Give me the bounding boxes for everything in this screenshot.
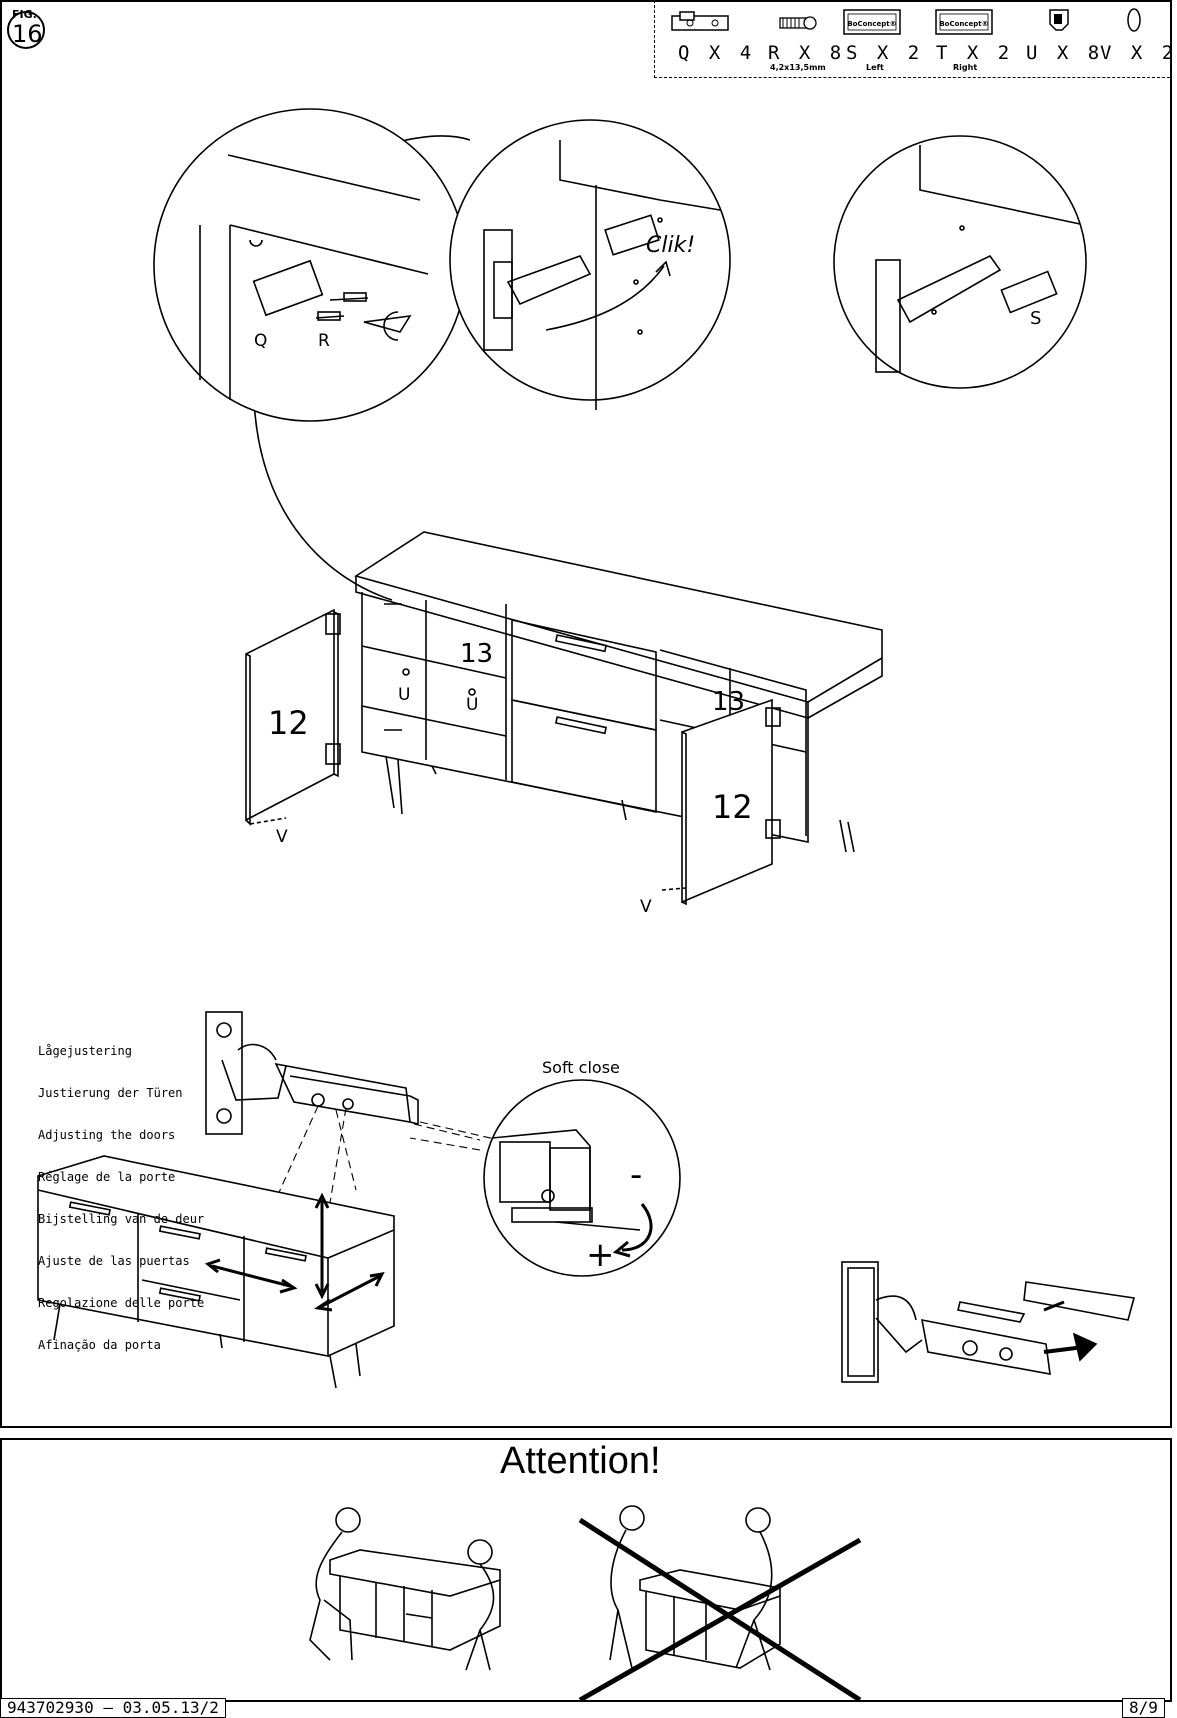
label-shelf-right: 13: [712, 687, 745, 717]
adjusting-doors-list: Lågejustering Justierung der Türen Adjus…: [38, 1016, 204, 1366]
part-v-code: V: [1100, 42, 1116, 64]
label-v1: V: [276, 827, 288, 847]
lang-it: Regolazione delle porte: [38, 1296, 205, 1310]
part-t-code: T: [936, 42, 952, 64]
part-s-sub: Left: [866, 63, 884, 72]
label-door-left: 12: [268, 704, 309, 742]
part-r-code: R: [768, 42, 784, 64]
figure-badge: FIG. 16: [6, 6, 46, 50]
cover-plate-left-icon: BoConcept®: [843, 9, 901, 35]
figure-number: 16: [12, 20, 43, 48]
label-q: Q: [254, 331, 267, 351]
cabinet-small: [37, 1155, 395, 1389]
cabinet-exploded: [245, 531, 883, 906]
screw-icon: [779, 16, 817, 30]
lang-en: Adjusting the doors: [38, 1128, 176, 1142]
brand-label-s: BoConcept®: [847, 20, 896, 28]
part-r-label: R X 8: [768, 42, 845, 64]
part-v-qty: X 2: [1130, 42, 1177, 64]
doc-reference: 943702930 – 03.05.13/2: [0, 1698, 226, 1718]
label-door-right: 12: [712, 788, 753, 826]
lang-pt: Afinação da porta: [38, 1338, 161, 1352]
parts-icons: BoConcept® BoConcept®: [671, 8, 1141, 35]
figure-badge-circle: [7, 11, 45, 49]
label-s: S: [1030, 308, 1041, 329]
hinge-removal-illustration: [841, 1261, 1136, 1383]
clip-icon: [1049, 9, 1069, 31]
label-clik: Clik!: [646, 233, 695, 258]
detail-circle-q-r: [153, 108, 467, 422]
part-v-label: V X 2: [1100, 42, 1177, 64]
part-s-label: S X 2: [846, 42, 923, 64]
part-t-qty: X 2: [966, 42, 1014, 64]
page-number: 8/9: [1122, 1698, 1165, 1718]
label-minus: -: [630, 1155, 642, 1195]
part-s-code: S: [846, 42, 862, 64]
lang-de: Justierung der Türen: [38, 1086, 183, 1100]
detail-circle-clik: [449, 119, 731, 410]
label-u2: U: [466, 695, 478, 715]
lang-da: Lågejustering: [38, 1044, 132, 1058]
label-shelf-left: 13: [460, 639, 493, 669]
figure-frame: [0, 0, 1172, 1428]
attention-illustrations: [309, 1505, 862, 1703]
assembly-illustration: Q R Clik! S 12 12 13 13 U U V V - +: [37, 108, 1136, 1389]
soft-close-title: Soft close: [542, 1058, 620, 1077]
label-plus: +: [586, 1235, 615, 1275]
incorrect-carry-illustration: [578, 1505, 862, 1703]
lang-fr: Réglage de la porte: [38, 1170, 176, 1184]
part-t-sub: Right: [953, 63, 978, 72]
part-s-qty: X 2: [876, 42, 924, 64]
label-r: R: [318, 331, 330, 351]
label-v2: V: [640, 897, 652, 917]
part-u-code: U: [1026, 42, 1042, 64]
label-u1: U: [398, 685, 410, 705]
correct-carry-illustration: [309, 1507, 501, 1671]
callout-arc: [253, 399, 393, 601]
lang-nl: Bijstelling van de deur: [38, 1212, 205, 1226]
part-q-code: Q: [678, 42, 694, 64]
detail-circle-s: [833, 135, 1087, 389]
hinge-adjust-illustration: [205, 1011, 509, 1251]
ring-icon: [1127, 8, 1141, 32]
parts-panel: [654, 0, 1170, 78]
attention-frame: [0, 1438, 1172, 1702]
soft-close-detail: [483, 1079, 681, 1277]
part-q-label: Q X 4: [678, 42, 755, 64]
cover-plate-right-icon: BoConcept®: [935, 9, 993, 35]
hinge-plate-icon: [671, 11, 729, 31]
part-t-label: T X 2: [936, 42, 1013, 64]
part-r-qty: X 8: [798, 42, 846, 64]
attention-title: Attention!: [500, 1440, 661, 1482]
brand-label-t: BoConcept®: [939, 20, 988, 28]
part-r-sub: 4,2x13,5mm: [770, 63, 826, 72]
part-u-label: U X 8: [1026, 42, 1103, 64]
lang-es: Ajuste de las puertas: [38, 1254, 190, 1268]
part-u-qty: X 8: [1056, 42, 1104, 64]
figure-label: FIG.: [12, 8, 37, 21]
part-q-qty: X 4: [708, 42, 756, 64]
